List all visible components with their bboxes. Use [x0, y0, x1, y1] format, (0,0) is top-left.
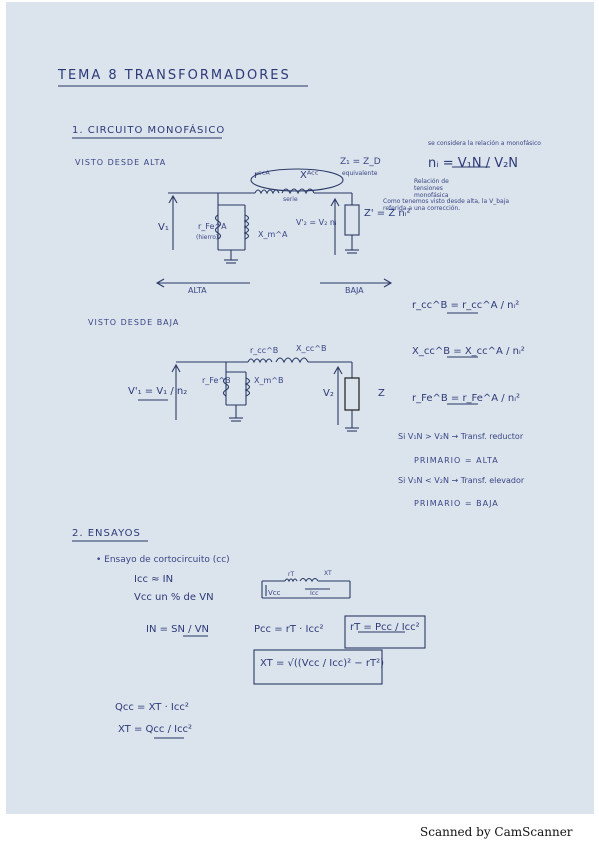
- case-elevador: Si V₁N < V₂N → Transf. elevador: [398, 476, 525, 485]
- high-side-circuit: [155, 168, 393, 288]
- rfe-note: (hierro): [196, 234, 219, 241]
- line-icc: Icc ≈ IN: [134, 574, 174, 585]
- load-high: [344, 204, 360, 236]
- rfe-high-label: r_Fe^A: [198, 222, 227, 231]
- rfe-low-label: r_Fe^B: [202, 376, 231, 385]
- formula-rcc: r_cc^B = r_cc^A / nᵢ²: [412, 300, 520, 311]
- zeq-label: Z₁ = Z_D: [340, 157, 381, 167]
- view-high-label: VISTO DESDE ALTA: [75, 158, 167, 167]
- xt-box: [253, 649, 383, 685]
- line-xt: XT = √((Vcc / Icc)² − rT²): [260, 658, 384, 669]
- xm-high: [243, 214, 250, 240]
- formula-xcc: X_cc^B = X_cc^A / nᵢ²: [412, 346, 525, 357]
- rfe-low: [222, 377, 230, 397]
- view-low-label: VISTO DESDE BAJA: [88, 318, 180, 327]
- ratio-note2: Como tenemos visto desde alta, la V_baja…: [383, 198, 510, 212]
- load-low: [344, 377, 360, 411]
- ratio-note-top: se considera la relación a monofásico: [428, 140, 541, 147]
- notebook-page: [6, 2, 594, 814]
- inductor-low: [275, 357, 309, 364]
- zeq-note: equivalente: [342, 170, 378, 177]
- line-in: IN = SN / VN: [146, 624, 210, 635]
- v2-low-label: V₂: [323, 388, 334, 399]
- page-title: TEMA 8 TRANSFORMADORES: [58, 68, 291, 83]
- cc-test-circuit: [261, 577, 351, 599]
- rcc-low-label: r_cc^B: [250, 346, 279, 355]
- v1-low-label: V'₁ = V₁ / n₂: [128, 386, 188, 397]
- serie-note: serie: [283, 196, 298, 203]
- v2-high-label: V'₂ = V₂ nᵢ: [296, 218, 337, 227]
- resistor-high: [254, 189, 280, 195]
- formula-rfe: r_Fe^B = r_Fe^A / nᵢ²: [412, 393, 520, 404]
- low-side-circuit: [171, 357, 360, 432]
- xcc-low-label: X_cc^B: [296, 344, 327, 353]
- xcc-high-label: Xᴬᶜᶜ: [300, 170, 319, 181]
- rcc-high-label: rᶜᶜᴬ: [254, 170, 270, 181]
- z-high-label: Z' = Z nᵢ²: [364, 208, 411, 219]
- case-primario-alta: PRIMARIO = ALTA: [414, 456, 499, 465]
- ratio-note: Relación de tensiones monofásica: [414, 178, 449, 199]
- xm-low-label: X_m^B: [254, 376, 284, 385]
- cc-icc-label: Icc: [310, 590, 319, 597]
- line-xt2: XT = Qcc / Icc²: [118, 724, 193, 735]
- xm-high-label: X_m^A: [258, 230, 288, 239]
- z-low-label: Z: [378, 388, 385, 399]
- case-reductor: Si V₁N > V₂N → Transf. reductor: [398, 432, 524, 441]
- v1-high-label: V₁: [158, 222, 169, 233]
- series-ellipse: [250, 168, 344, 192]
- line-qcc: Qcc = XT · Icc²: [115, 702, 189, 713]
- inductor-high: [281, 188, 315, 195]
- section1-heading: 1. CIRCUITO MONOFÁSICO: [72, 125, 226, 136]
- rfe-high: [214, 214, 222, 240]
- cc-rt-label: rT: [288, 571, 295, 578]
- section2-heading: 2. ENSAYOS: [72, 528, 141, 539]
- baja-label: BAJA: [345, 286, 364, 295]
- cc-vcc-label: Vcc: [268, 589, 281, 597]
- line-vcc: Vcc un % de VN: [134, 592, 214, 603]
- line-pcc: Pcc = rT · Icc²: [254, 624, 324, 635]
- xm-low: [244, 377, 251, 397]
- ratio-formula: nᵢ = V₁N / V₂N: [428, 156, 519, 171]
- scanner-watermark: Scanned by CamScanner: [420, 825, 573, 839]
- section2-subheading: • Ensayo de cortocircuito (cc): [96, 555, 230, 565]
- case-primario-baja: PRIMARIO = BAJA: [414, 499, 499, 508]
- alta-label: ALTA: [188, 286, 207, 295]
- resistor-low: [247, 358, 273, 364]
- line-rt: rT = Pcc / Icc²: [350, 622, 420, 633]
- rt-box: [344, 615, 426, 649]
- cc-xt-label: XT: [324, 570, 332, 577]
